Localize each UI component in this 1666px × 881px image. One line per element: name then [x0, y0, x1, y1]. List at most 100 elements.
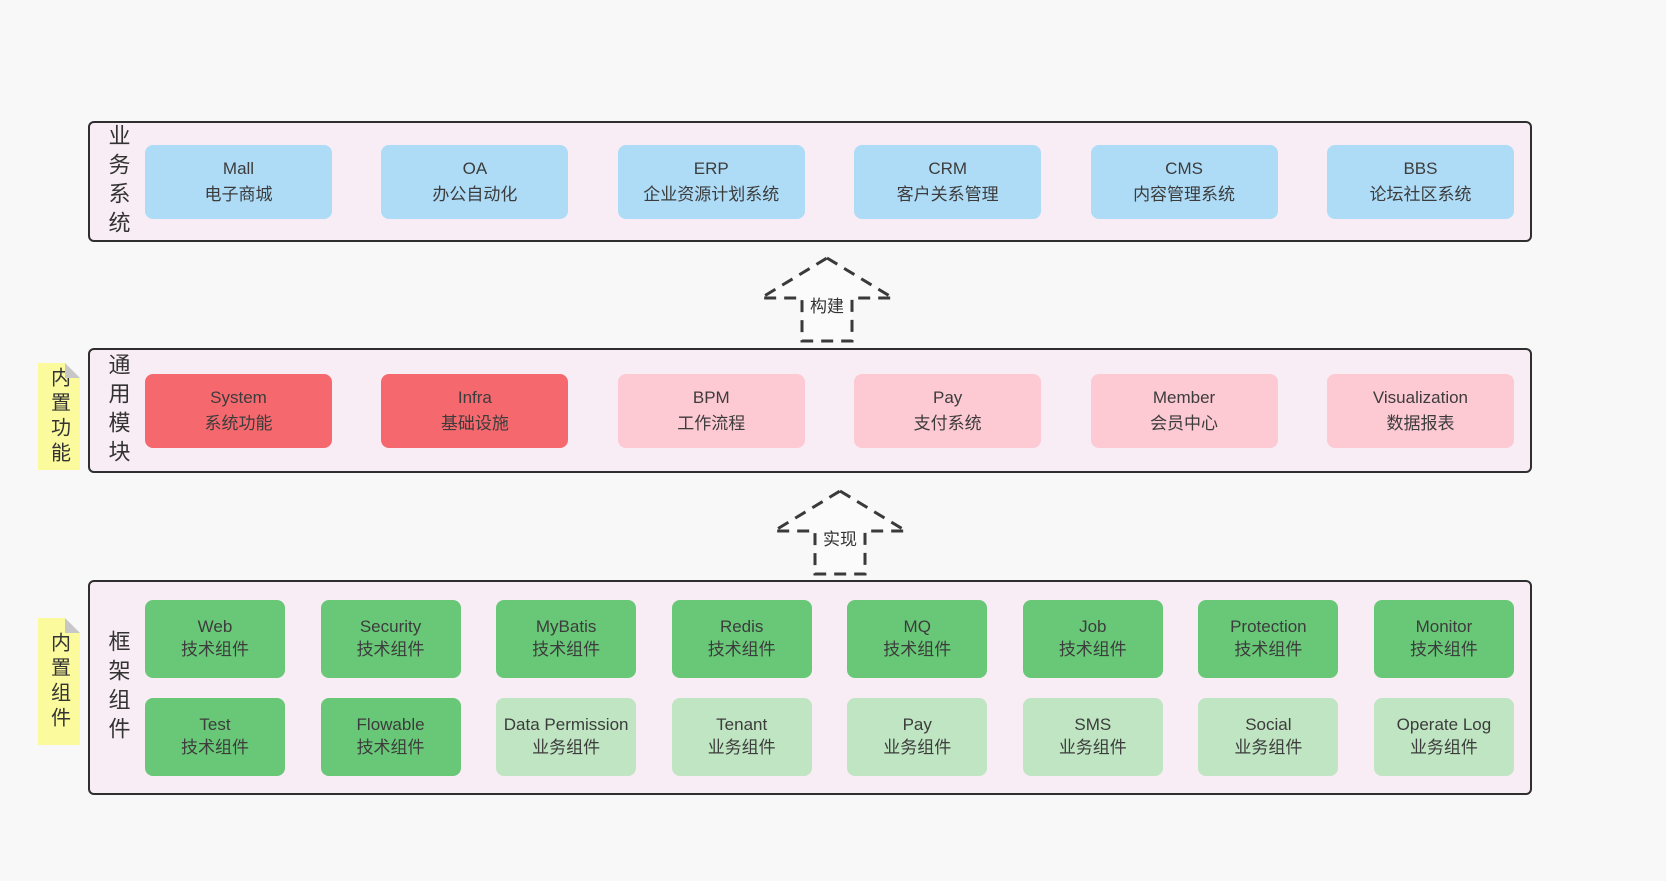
- module-name: Pay: [933, 388, 963, 407]
- module-name: MQ: [903, 617, 931, 637]
- module-desc: 电子商城: [204, 184, 273, 204]
- module-row: System 系统功能 Infra 基础设施 BPM 工作流程 Pay 支付系统 Member 会…: [145, 373, 1514, 448]
- module-desc: 内容管理系统: [1133, 184, 1236, 204]
- module-name: Mall: [222, 159, 255, 178]
- module-name: Infra: [457, 388, 492, 407]
- module-desc: 技术组件: [1409, 639, 1478, 659]
- module-desc: 论坛社区系统: [1369, 184, 1472, 204]
- module-box-system: System 系统功能: [145, 373, 332, 448]
- module-desc: 会员中心: [1150, 413, 1219, 433]
- module-name: System: [210, 388, 267, 407]
- module-name: BPM: [692, 388, 730, 407]
- module-box-bbs: BBS 论坛社区系统: [1326, 144, 1514, 219]
- section-label-text: 业务系统: [105, 123, 131, 240]
- sticky-note-built-in-features: 内置功能: [38, 363, 80, 470]
- module-desc: 工作流程: [677, 413, 746, 433]
- module-name: Data Permission: [503, 715, 629, 735]
- module-name: Pay: [902, 715, 932, 735]
- module-name: Web: [197, 617, 233, 637]
- module-box-infra: Infra 基础设施: [381, 373, 569, 448]
- module-desc: 业务组件: [1409, 737, 1478, 757]
- section-content: System 系统功能 Infra 基础设施 BPM 工作流程 Pay 支付系统 Member 会…: [145, 350, 1530, 471]
- up-arrow-build: 构建: [757, 254, 897, 344]
- module-name: BBS: [1403, 159, 1438, 178]
- module-desc: 技术组件: [883, 639, 952, 659]
- module-box-bpm: BPM 工作流程: [617, 373, 805, 448]
- module-name: ERP: [693, 159, 729, 178]
- module-desc: 业务组件: [883, 737, 952, 757]
- module-desc: 技术组件: [1058, 639, 1127, 659]
- module-desc: 客户关系管理: [896, 184, 999, 204]
- module-box-pay: Pay 支付系统: [854, 373, 1042, 448]
- module-desc: 技术组件: [532, 639, 601, 659]
- module-desc: 技术组件: [707, 639, 776, 659]
- module-desc: 办公自动化: [432, 184, 518, 204]
- module-box-member: Member 会员中心: [1090, 373, 1278, 448]
- section-label-business-systems: 业务系统: [90, 123, 145, 240]
- section-common-modules: 通用模块 System 系统功能 Infra 基础设施 BPM 工作流程 Pay 支付系统 Me…: [88, 348, 1532, 473]
- sticky-note-text: 内置功能: [47, 366, 70, 467]
- module-box-mall: Mall 电子商城: [145, 144, 332, 219]
- module-name: Operate Log: [1396, 715, 1492, 735]
- module-name: Social: [1245, 715, 1292, 735]
- section-label-text: 框架组件: [105, 629, 131, 746]
- module-name: Tenant: [716, 715, 768, 735]
- module-desc: 支付系统: [913, 413, 982, 433]
- module-desc: 系统功能: [204, 413, 273, 433]
- arrow-label-build: 构建: [807, 292, 847, 317]
- module-name: CMS: [1165, 159, 1203, 178]
- module-name: Flowable: [356, 715, 425, 735]
- section-label-text: 通用模块: [105, 352, 131, 469]
- module-name: Monitor: [1415, 617, 1473, 637]
- module-name: MyBatis: [535, 617, 597, 637]
- module-name: Protection: [1230, 617, 1307, 637]
- sticky-note-text: 内置组件: [47, 631, 70, 732]
- module-desc: 业务组件: [1058, 737, 1127, 757]
- module-box-cms: CMS 内容管理系统: [1090, 144, 1278, 219]
- module-desc: 技术组件: [181, 639, 249, 659]
- module-desc: 技术组件: [356, 737, 425, 757]
- sticky-note-built-in-components: 内置组件: [38, 618, 80, 745]
- module-name: SMS: [1074, 715, 1112, 735]
- module-name: Member: [1152, 388, 1216, 407]
- module-desc: 技术组件: [181, 737, 249, 757]
- arrow-label-implement: 实现: [820, 525, 860, 550]
- module-desc: 数据报表: [1386, 413, 1455, 433]
- module-desc: 业务组件: [707, 737, 776, 757]
- module-name: Redis: [719, 617, 764, 637]
- module-name: Job: [1079, 617, 1107, 637]
- module-desc: 基础设施: [440, 413, 509, 433]
- module-name: Test: [199, 715, 231, 735]
- module-desc: 技术组件: [356, 639, 425, 659]
- module-name: Security: [359, 617, 422, 637]
- module-desc: 企业资源计划系统: [643, 184, 780, 204]
- module-desc: 业务组件: [1234, 737, 1303, 757]
- section-label-common-modules: 通用模块: [90, 350, 145, 471]
